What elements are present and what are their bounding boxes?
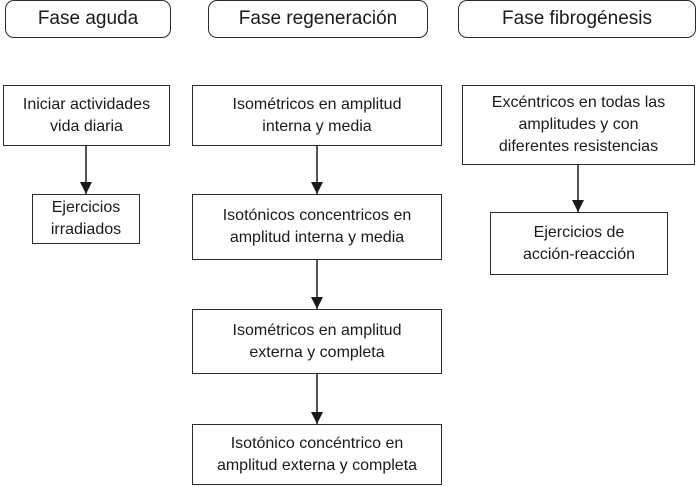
step-excentricos: Excéntricos en todas las amplitudes y co… (462, 85, 695, 165)
step-isometricos-interna: Isométricos en amplitud interna y media (192, 85, 442, 146)
step-isometricos-externa: Isométricos en amplitud externa y comple… (192, 309, 442, 374)
header-fase-fibrogenesis: Fase fibrogénesis (458, 0, 696, 38)
header-fase-aguda: Fase aguda (5, 0, 171, 38)
step-isotonico-externa: Isotónico concéntrico en amplitud extern… (192, 424, 442, 485)
step-ejercicios-irradiados: Ejercicios irradiados (32, 194, 140, 244)
step-isotonicos-interna: Isotónicos concentricos en amplitud inte… (192, 194, 442, 260)
step-iniciar-actividades: Iniciar actividades vida diaria (3, 85, 170, 146)
step-accion-reaccion: Ejercicios de acción-reacción (490, 212, 668, 275)
header-fase-regeneracion: Fase regeneración (208, 0, 428, 38)
